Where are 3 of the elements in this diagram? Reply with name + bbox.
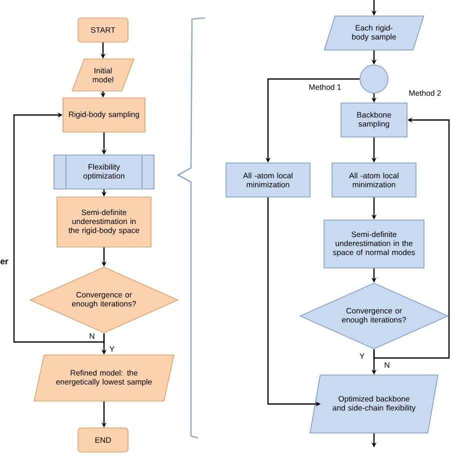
label: er [0,260,8,264]
connector-circle [360,64,388,94]
arrow [13,112,105,343]
